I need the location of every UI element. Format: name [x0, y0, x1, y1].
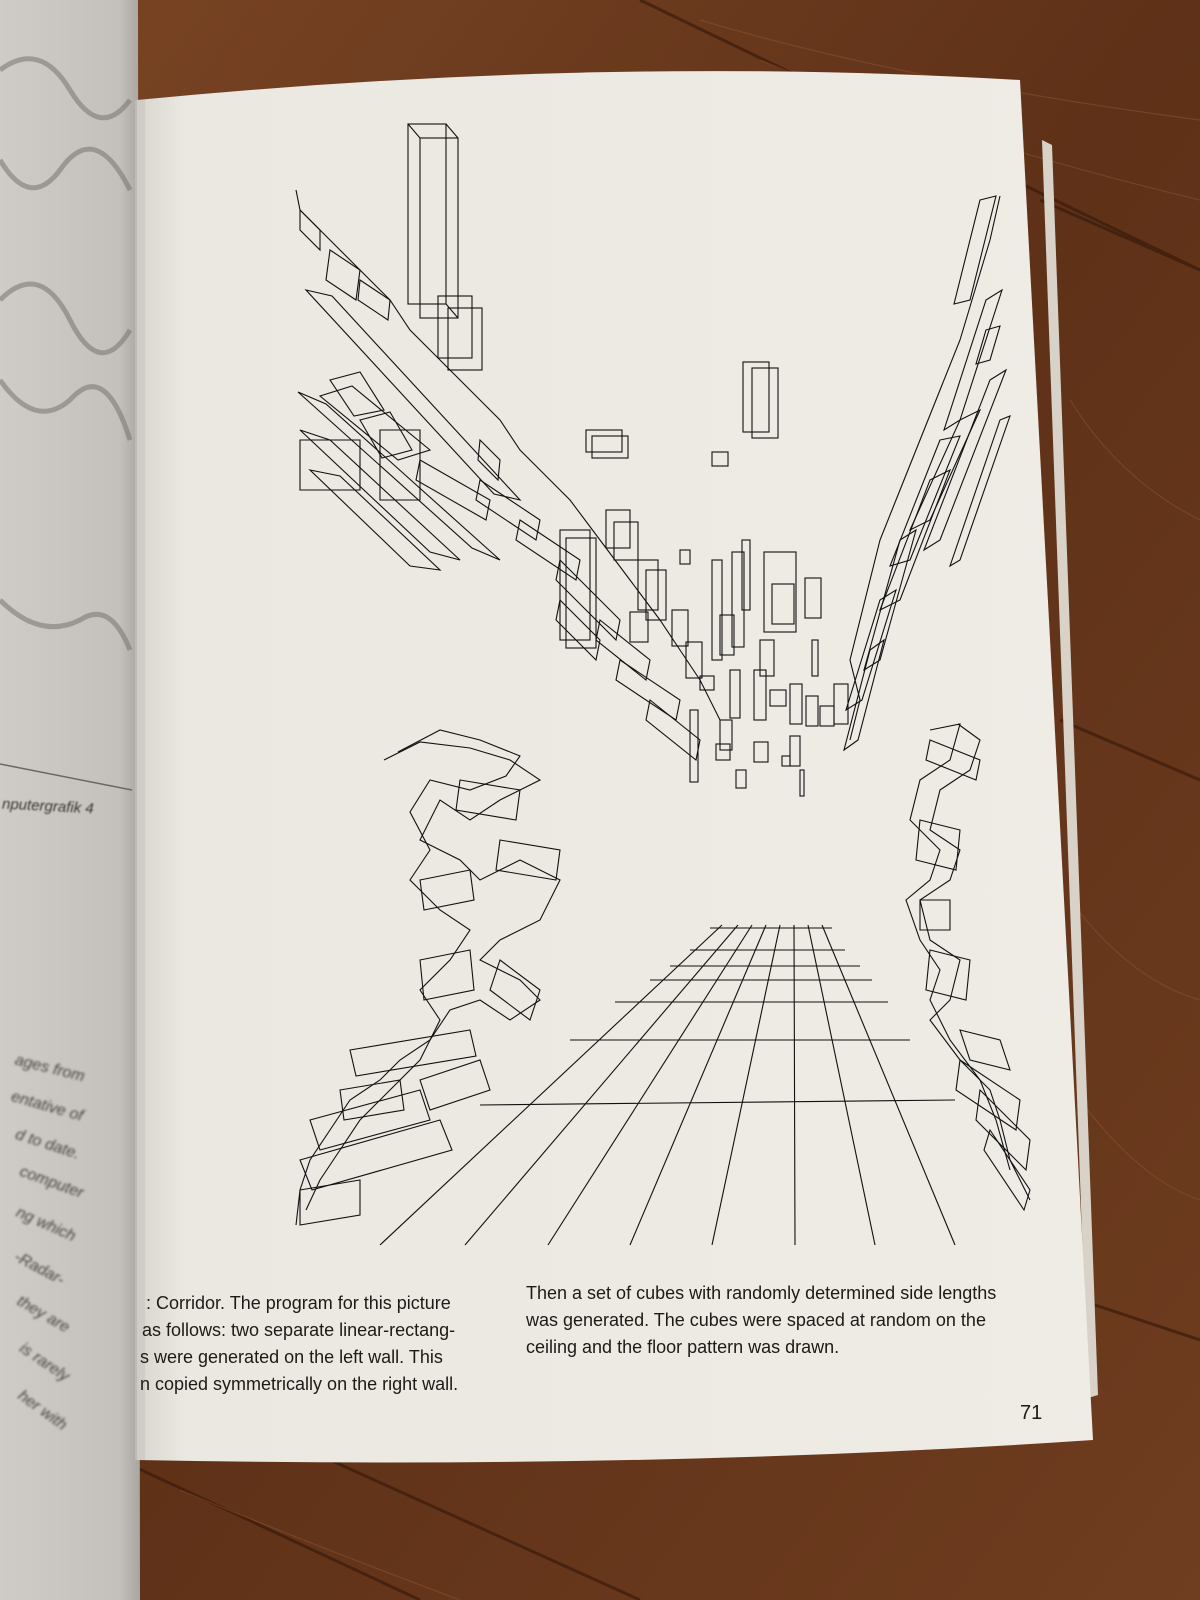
- left-page-text-line: they are: [13, 1292, 73, 1337]
- caption-right-line: Then a set of cubes with randomly determ…: [526, 1283, 997, 1303]
- caption-right-line: ceiling and the floor pattern was drawn.: [526, 1337, 840, 1357]
- caption-left-line: s were generated on the left wall. This: [140, 1347, 443, 1367]
- left-page-text-line: computer: [17, 1163, 86, 1202]
- left-page-text-line: entative of: [9, 1088, 85, 1125]
- corridor-drawing: [295, 123, 1031, 1246]
- left-page-text-column: ages from entative of d to date. compute…: [0, 1040, 135, 1560]
- left-wall-rectangles: [295, 189, 721, 761]
- left-page-blurred-art: [0, 56, 133, 651]
- left-page-text-line: ages from: [13, 1051, 87, 1086]
- left-page-text-line: ng which: [13, 1203, 79, 1246]
- left-page: [0, 0, 140, 1600]
- floor-grid: [379, 924, 956, 1246]
- left-page-text-line: her with: [14, 1387, 70, 1434]
- right-wall-lower: [905, 723, 1031, 1212]
- ceiling-cubes: [407, 123, 849, 797]
- caption-left-line: as follows: two separate linear-rectang-: [142, 1320, 456, 1340]
- left-page-rule: [0, 763, 133, 791]
- caption-right-line: was generated. The cubes were spaced at …: [526, 1310, 986, 1330]
- page: [137, 71, 1093, 1463]
- left-page-text-line: -Radar-: [11, 1248, 68, 1289]
- page-edge: [1042, 140, 1098, 1398]
- left-page-text-line: d to date.: [13, 1126, 82, 1163]
- left-page-text-line: is rarely: [16, 1339, 73, 1386]
- caption-left-column: : Corridor. The program for this picture…: [140, 1290, 485, 1398]
- caption-right-column: Then a set of cubes with randomly determ…: [526, 1280, 1046, 1361]
- left-wall-lower: [295, 729, 561, 1226]
- right-wall-rectangles: [843, 195, 1011, 752]
- caption-left-line: : Corridor. The program for this picture: [146, 1293, 451, 1313]
- caption-left-line: n copied symmetrically on the right wall…: [140, 1374, 459, 1394]
- page-number: 71: [1020, 1402, 1043, 1424]
